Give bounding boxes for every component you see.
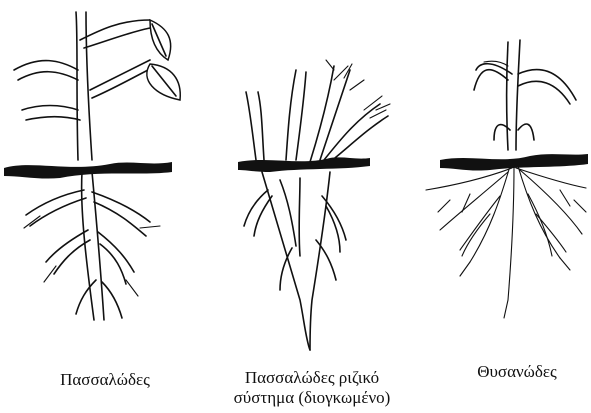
swollen-stems <box>246 60 390 162</box>
fibrous-plant <box>426 40 588 318</box>
swollen-taproot-label-line2: σύστημα (διογκωμένο) <box>212 388 412 408</box>
fibrous-stem-leaves <box>474 40 576 150</box>
soil-line <box>4 162 172 179</box>
swollen-taproot-plant <box>238 60 390 350</box>
swollen-taproot-label-line1: Πασσαλώδες ριζικό <box>212 368 412 388</box>
soil-line <box>238 157 370 172</box>
swollen-taproot-label: Πασσαλώδες ριζικό σύστημα (διογκωμένο) <box>212 368 412 408</box>
taproot-roots <box>24 172 160 320</box>
taproot-leaves <box>147 20 180 100</box>
taproot-label: Πασσαλώδες <box>30 370 180 390</box>
swollen-root <box>244 172 346 350</box>
fibrous-root-label: Θυσανώδες <box>452 362 582 382</box>
fibrous-roots <box>426 166 586 318</box>
taproot-stem <box>14 12 152 160</box>
taproot-plant <box>4 12 180 320</box>
